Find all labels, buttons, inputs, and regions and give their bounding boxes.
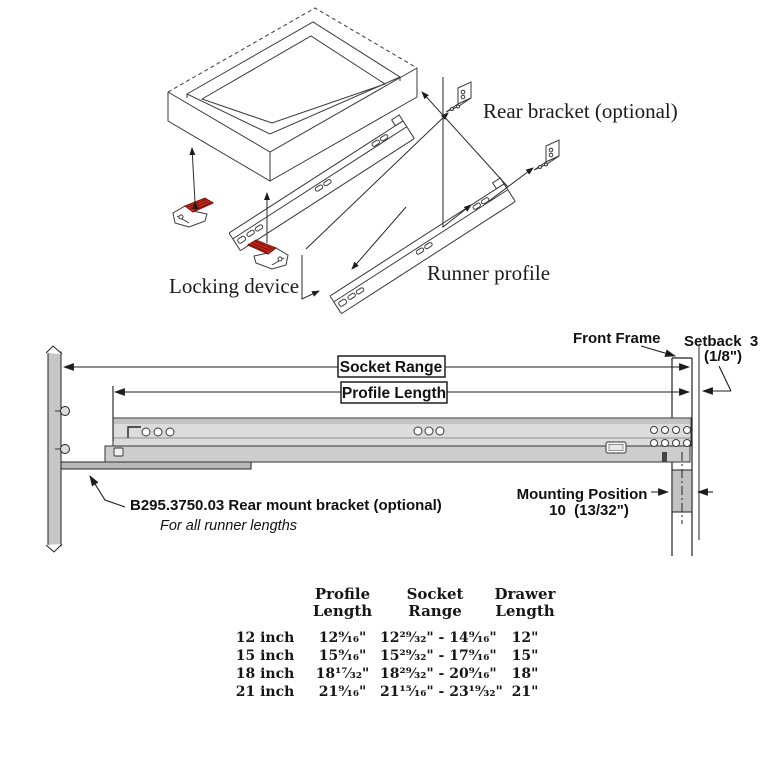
drawer-box xyxy=(167,7,418,182)
table-row: 18 inch 18¹⁷⁄₃₂" 18²⁹⁄₃₂" - 20⁹⁄₁₆" 18" xyxy=(225,665,560,683)
setback-value: (1/8") xyxy=(704,348,742,365)
row-profile-length: 21⁹⁄₁₆" xyxy=(318,684,367,700)
runner-side xyxy=(104,417,692,463)
front-frame-label: Front Frame xyxy=(573,330,661,347)
setback-label: Setback 3 xyxy=(684,333,758,350)
row-drawer-length: 15" xyxy=(511,648,539,664)
profile-length-box xyxy=(340,381,448,404)
row-drawer-length: 21" xyxy=(511,684,539,700)
rear-wall xyxy=(45,345,70,553)
row-size: 21 inch xyxy=(235,684,295,700)
socket-range-box xyxy=(337,355,446,378)
row-socket-range: 15²⁹⁄₃₂" - 17⁹⁄₁₆" xyxy=(380,648,497,664)
row-size: 12 inch xyxy=(235,630,295,646)
row-socket-range: 18²⁹⁄₃₂" - 20⁹⁄₁₆" xyxy=(380,666,497,682)
rear-bracket-top xyxy=(445,81,472,113)
rear-mount-bracket-arm xyxy=(60,461,252,470)
row-drawer-length: 18" xyxy=(511,666,539,682)
rear-bracket-bottom xyxy=(533,139,560,171)
row-size: 15 inch xyxy=(235,648,295,664)
technical-drawing: Rear bracket (optional) Runner profile L… xyxy=(45,7,758,556)
profile-length-label: Profile Length xyxy=(342,385,446,402)
rear-mount-bracket-note: For all runner lengths xyxy=(160,518,297,534)
socket-range-label: Socket Range xyxy=(340,359,443,376)
row-socket-range: 12²⁹⁄₃₂" - 14⁹⁄₁₆" xyxy=(380,630,497,646)
dimensions xyxy=(62,345,732,508)
row-profile-length: 15⁹⁄₁₆" xyxy=(318,648,367,664)
table-row: 15 inch 15⁹⁄₁₆" 15²⁹⁄₃₂" - 17⁹⁄₁₆" 15" xyxy=(225,647,560,665)
locking-device-right xyxy=(247,239,289,270)
locking-device-left xyxy=(172,197,214,228)
assembly-arrows xyxy=(189,77,534,300)
table-row: 12 inch 12⁹⁄₁₆" 12²⁹⁄₃₂" - 14⁹⁄₁₆" 12" xyxy=(225,629,560,647)
exploded-view: Rear bracket (optional) Runner profile L… xyxy=(167,7,678,315)
screw-icon xyxy=(60,444,70,454)
mounting-position-label: Mounting Position xyxy=(517,486,648,503)
runner-profile-right xyxy=(325,177,516,315)
header-blank xyxy=(225,586,305,620)
row-drawer-length: 12" xyxy=(511,630,539,646)
rear-mount-bracket-label: B295.3750.03 Rear mount bracket (optiona… xyxy=(130,497,442,514)
rear-bracket-label: Rear bracket (optional) xyxy=(483,99,678,123)
screw-icon xyxy=(60,406,70,416)
row-size: 18 inch xyxy=(235,666,295,682)
mounting-position-value: 10 (13/32") xyxy=(549,502,629,519)
locking-device-label: Locking device xyxy=(169,274,299,298)
side-view: Socket Range Profile Length Front Frame … xyxy=(45,330,758,556)
row-profile-length: 18¹⁷⁄₃₂" xyxy=(315,666,370,682)
table-row: 21 inch 21⁹⁄₁₆" 21¹⁵⁄₁₆" - 23¹⁹⁄₃₂" 21" xyxy=(225,683,560,701)
row-profile-length: 12⁹⁄₁₆" xyxy=(318,630,367,646)
runner-profile-label: Runner profile xyxy=(427,261,550,285)
row-socket-range: 21¹⁵⁄₁₆" - 23¹⁹⁄₃₂" xyxy=(380,684,503,700)
